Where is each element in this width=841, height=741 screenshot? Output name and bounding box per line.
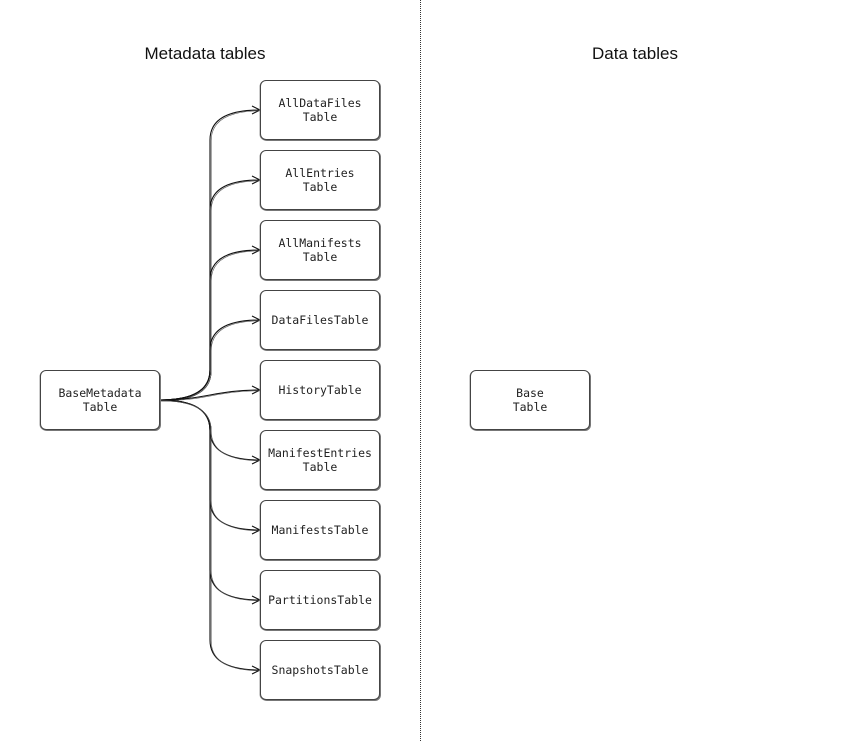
base-table-node[interactable]: Base Table [470, 370, 590, 430]
data-files-table-node[interactable]: DataFilesTable [260, 290, 380, 350]
manifest-entries-table-node[interactable]: ManifestEntries Table [260, 430, 380, 490]
all-data-files-table-node[interactable]: AllDataFiles Table [260, 80, 380, 140]
manifests-table-node[interactable]: ManifestsTable [260, 500, 380, 560]
data-tables-heading: Data tables [592, 44, 678, 63]
edge-sketch-data-files-table [161, 320, 262, 402]
all-entries-table-node[interactable]: AllEntries Table [260, 150, 380, 210]
edge-data-files-table [159, 320, 260, 401]
snapshots-table-node[interactable]: SnapshotsTable [260, 640, 380, 700]
history-table-node[interactable]: HistoryTable [260, 360, 380, 420]
edge-snapshots-table [159, 399, 260, 670]
all-manifests-table-node[interactable]: AllManifests Table [260, 220, 380, 280]
base-metadata-table-node[interactable]: BaseMetadata Table [40, 370, 160, 430]
edge-history-table [159, 390, 260, 401]
partitions-table-node[interactable]: PartitionsTable [260, 570, 380, 630]
metadata-tables-heading: Metadata tables [144, 44, 266, 63]
edge-sketch-snapshots-table [161, 400, 262, 672]
section-divider [420, 0, 421, 741]
